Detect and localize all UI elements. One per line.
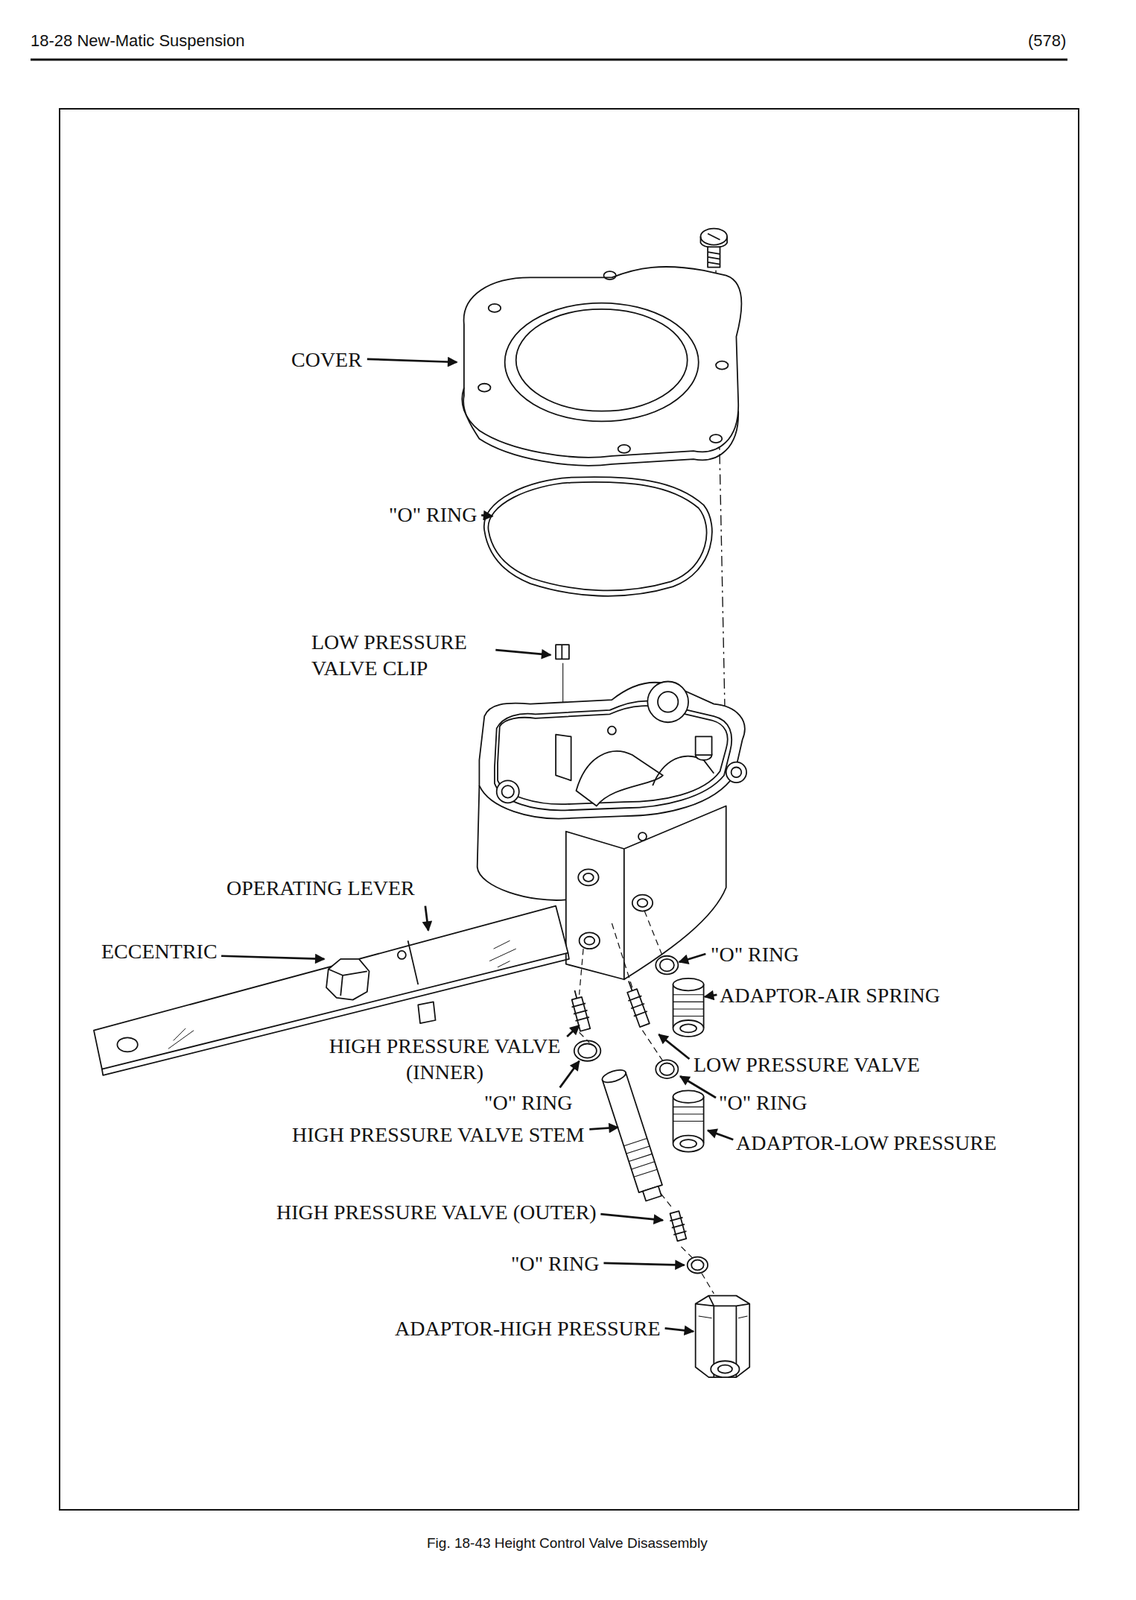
part-label: HIGH PRESSURE VALVE STEM — [292, 1121, 585, 1148]
part-label: ECCENTRIC — [101, 937, 218, 964]
part-label: ADAPTOR-HIGH PRESSURE — [394, 1314, 661, 1341]
part-label: HIGH PRESSURE VALVE (OUTER) — [276, 1198, 597, 1225]
part-label: "O" RING — [718, 1089, 808, 1116]
part-label: "O" RING — [388, 501, 478, 528]
part-label: "O" RING — [511, 1249, 600, 1277]
part-label: ADAPTOR-LOW PRESSURE — [735, 1129, 997, 1156]
part-label: HIGH PRESSURE VALVE (INNER) — [292, 1032, 598, 1085]
part-label: "O" RING — [710, 940, 800, 967]
part-label: LOW PRESSURE VALVE — [693, 1051, 920, 1078]
page-header: 18-28 New-Matic Suspension — [30, 30, 245, 52]
part-label: COVER — [291, 346, 363, 373]
part-label: "O" RING — [484, 1089, 573, 1116]
part-label: LOW PRESSURE VALVE CLIP — [311, 628, 513, 681]
page-number: (578) — [1027, 30, 1066, 52]
figure-caption: Fig. 18-43 Height Control Valve Disassem… — [426, 1533, 708, 1552]
part-label: OPERATING LEVER — [226, 874, 415, 901]
part-label: ADAPTOR-AIR SPRING — [719, 981, 941, 1008]
